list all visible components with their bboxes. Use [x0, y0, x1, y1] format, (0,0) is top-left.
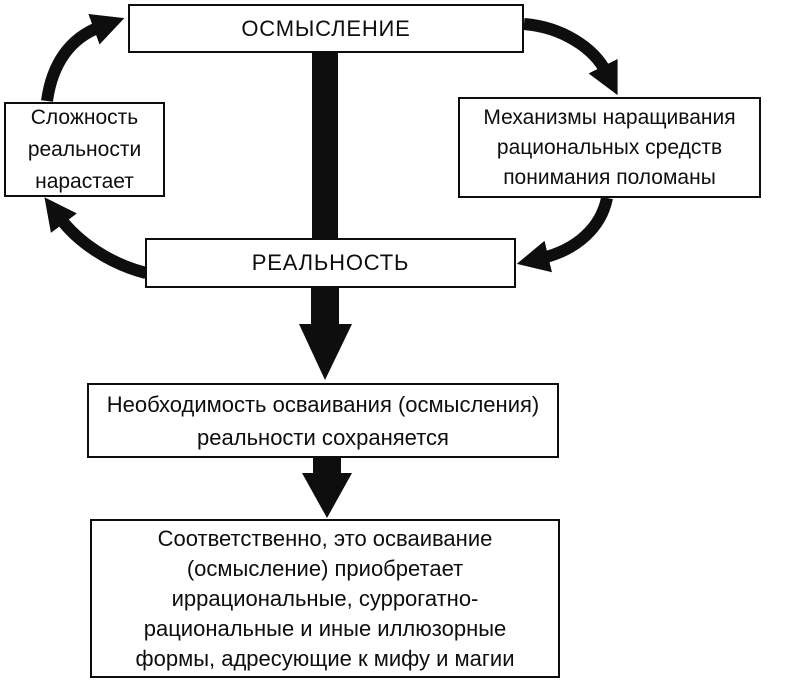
node-irrational-forms-label: Соответственно, это осваивание (осмыслен…	[135, 525, 515, 671]
arrow-reality-to-necessity	[299, 288, 352, 380]
node-necessity-remains-label: Необходимость осваивания (осмысления) ре…	[106, 391, 540, 450]
node-reality-label: РЕАЛЬНОСТЬ	[251, 250, 410, 275]
node-necessity-remains: Необходимость осваивания (осмысления) ре…	[87, 383, 559, 458]
arrow-mechanisms-to-reality	[516, 196, 613, 273]
arrow-comprehension-to-reality-bar	[312, 53, 338, 239]
node-mechanisms-broken: Механизмы наращивания рациональных средс…	[458, 97, 761, 198]
node-complexity-grows: Сложность реальности нарастает	[4, 102, 165, 197]
node-comprehension: ОСМЫСЛЕНИЕ	[128, 4, 524, 53]
arrow-necessity-to-forms	[302, 458, 352, 518]
arrow-comprehension-to-mechanisms	[523, 18, 618, 96]
arrow-reality-to-complexity	[44, 197, 148, 279]
node-irrational-forms: Соответственно, это осваивание (осмыслен…	[90, 519, 560, 678]
node-complexity-grows-label: Сложность реальности нарастает	[27, 105, 142, 193]
node-mechanisms-broken-label: Механизмы наращивания рациональных средс…	[483, 105, 736, 189]
node-reality: РЕАЛЬНОСТЬ	[145, 238, 516, 288]
node-comprehension-label: ОСМЫСЛЕНИЕ	[241, 15, 411, 41]
arrow-complexity-to-comprehension	[41, 14, 125, 102]
